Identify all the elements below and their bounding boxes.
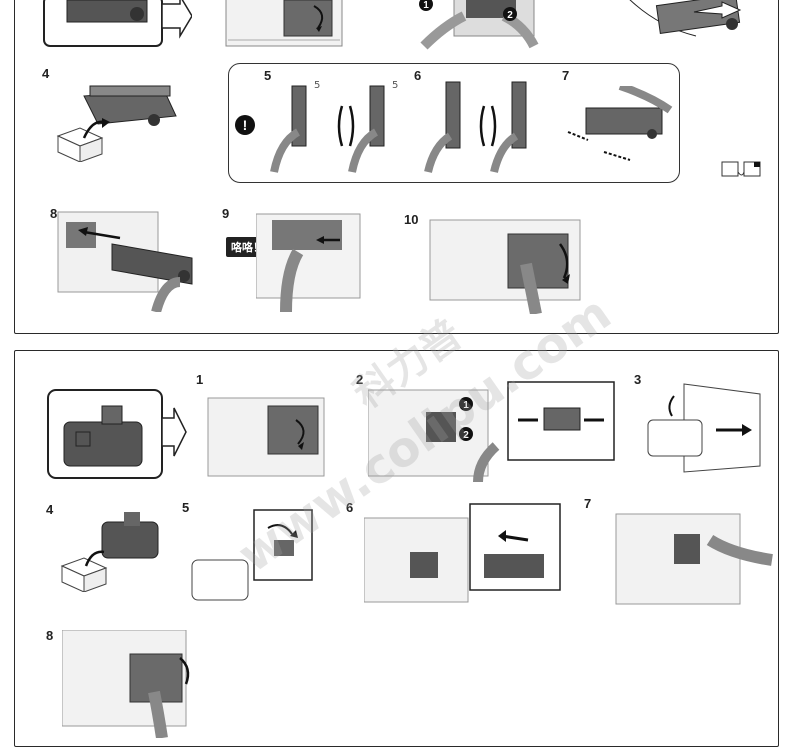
circled-number-2: 2 [507,10,513,21]
unbox-waste-box-figure [58,508,168,592]
shake-toner-flat-figure [560,86,676,176]
waste-step-number-7: 7 [584,496,592,511]
step-number-9: 9 [222,206,230,221]
step-number-6: 6 [414,68,422,83]
svg-text:5: 5 [314,80,320,91]
waste-box-callout [46,388,188,482]
circled-number-1: 1 [423,0,429,11]
page-turn-icon [720,160,764,178]
insert-new-waste-box-figure [364,500,564,608]
waste-step-number-1: 1 [196,372,204,387]
insert-toner-figure [56,208,204,312]
waste-step-number-2: 2 [356,372,364,387]
waste-step-number-5: 5 [182,500,190,515]
waste-step-number-6: 6 [346,500,354,515]
warning-symbol: ! [243,117,248,133]
unlock-toner-figure: 1 2 [414,0,550,54]
bag-waste-box-figure [644,380,766,474]
close-cover-waste-figure [62,630,212,738]
remove-toner-figure [622,0,762,46]
press-toner-figure [256,210,364,312]
step-number-7: 7 [562,68,570,83]
waste-circled-number-2: 2 [463,430,469,441]
remove-waste-box-figure: 1 2 [368,378,618,482]
step-number-8: 8 [50,206,58,221]
printer-front-cover-figure [224,0,344,52]
close-front-cover-figure [428,214,586,314]
step-number-4: 4 [42,66,50,81]
waste-step-number-4: 4 [46,502,54,517]
waste-step-number-3: 3 [634,372,642,387]
warning-icon: ! [234,114,256,136]
shake-toner-horizontal-figure [420,76,560,176]
open-front-cover-figure [206,384,326,480]
cap-waste-box-figure [188,506,316,606]
waste-step-number-8: 8 [46,628,54,643]
unbox-toner-figure [54,80,184,162]
toner-cartridge-callout [42,0,192,52]
press-waste-box-figure [614,500,774,608]
svg-text:5: 5 [392,80,398,91]
shake-toner-vertical-figure: 5 5 [264,76,412,176]
waste-circled-number-1: 1 [463,400,469,411]
step-number-5: 5 [264,68,272,83]
step-number-10: 10 [404,212,419,227]
shake-toner-group [228,63,680,183]
